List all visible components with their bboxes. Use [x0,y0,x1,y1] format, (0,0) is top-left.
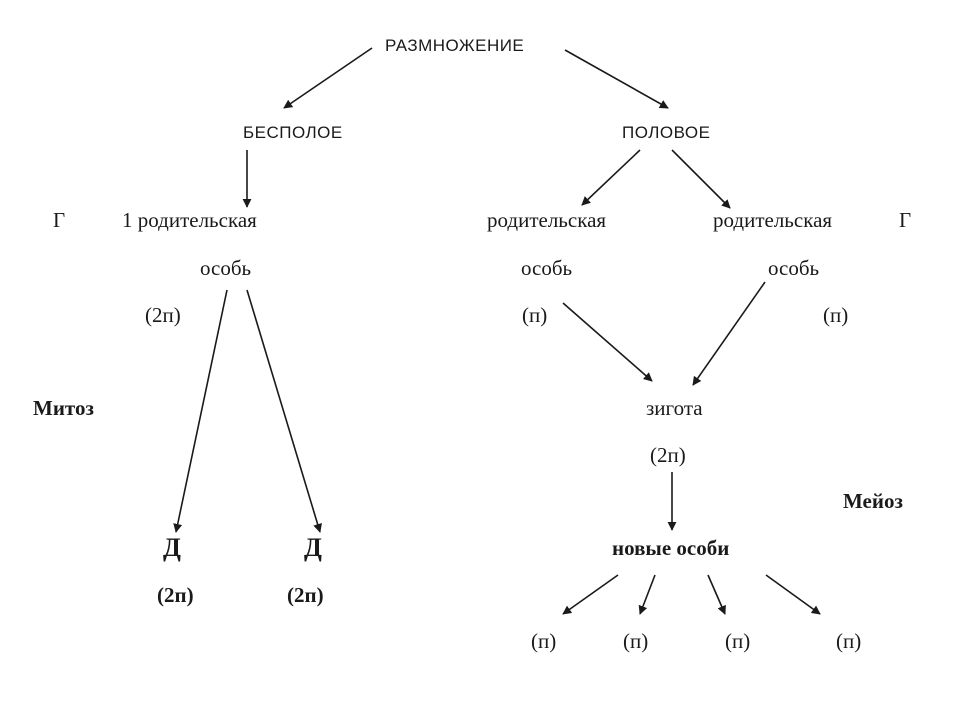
mitosis-label: Митоз [33,396,94,420]
arrow-sexual-to-parent2 [671,149,731,209]
arrow-root-to-sexual [564,49,669,109]
sexual-parent2-ploidy: (п) [823,303,849,327]
arrow-new-to-offspring2 [638,574,656,615]
gamete-mark-right: Г [899,208,912,232]
arrow-parent-to-daughter2 [246,289,322,533]
arrow-root-to-asexual [283,47,373,109]
sexual-parent1-line1: родительская [487,208,607,232]
asexual-parent-ploidy: (2п) [145,303,181,327]
zygote-label: зигота [646,396,703,420]
asexual-parent-line1: 1 родительская [122,208,257,232]
arrow-new-to-offspring3 [707,574,726,615]
daughter-2: Д [304,533,322,562]
zygote-ploidy: (2п) [650,443,686,467]
root-label: РАЗМНОЖЕНИЕ [385,36,525,55]
sexual-parent1-ploidy: (п) [522,303,548,327]
daughter-2-ploidy: (2п) [287,583,324,607]
offspring-1-ploidy: (п) [531,629,557,653]
arrow-sexual-to-parent1 [581,149,641,206]
asexual-parent-line2: особь [200,256,252,280]
daughter-1-ploidy: (2п) [157,583,194,607]
new-individuals-label: новые особи [612,536,730,560]
sexual-parent2-line2: особь [768,256,820,280]
arrow-new-to-offspring1 [562,574,619,615]
arrow-parent2-to-zygote [692,281,766,386]
sexual-parent2-line1: родительская [713,208,833,232]
asexual-label: БЕСПОЛОЕ [243,123,343,142]
meiosis-label: Мейоз [843,489,903,513]
offspring-3-ploidy: (п) [725,629,751,653]
offspring-4-ploidy: (п) [836,629,862,653]
arrow-parent-to-daughter1 [173,289,228,533]
arrow-new-to-offspring4 [765,574,821,615]
daughter-1: Д [163,533,181,562]
sexual-label: ПОЛОВОЕ [622,123,711,142]
arrow-parent1-to-zygote [562,302,653,382]
offspring-2-ploidy: (п) [623,629,649,653]
sexual-parent1-line2: особь [521,256,573,280]
gamete-mark-left: Г [53,208,66,232]
